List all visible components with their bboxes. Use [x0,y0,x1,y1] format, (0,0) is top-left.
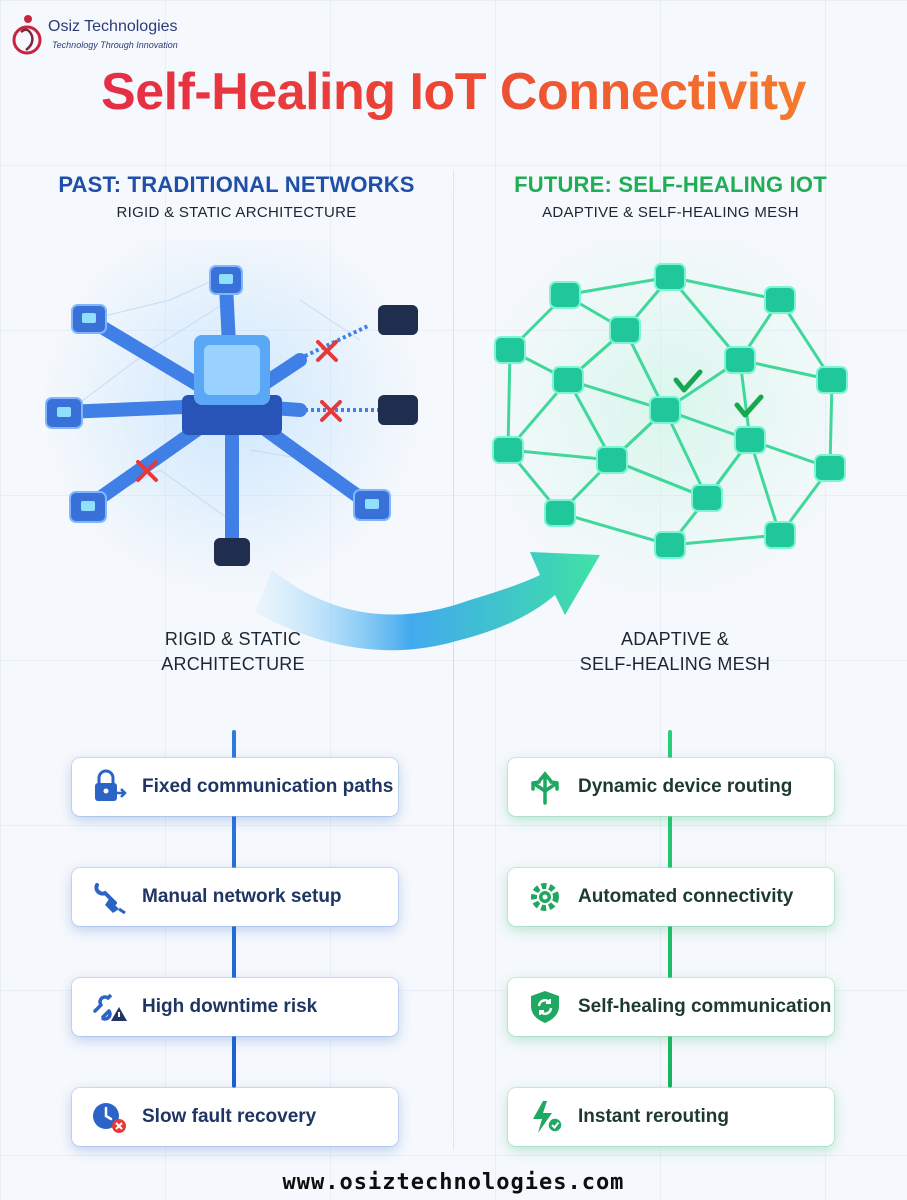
lock-arrow-icon [86,767,132,807]
shield-refresh-icon [522,987,568,1027]
future-item-dynamic-routing: Dynamic device routing [508,758,834,816]
wrench-plug-icon [86,877,132,917]
item-label: Automated connectivity [578,886,794,907]
past-item-fixed-paths: Fixed communication paths [72,758,398,816]
item-label: Dynamic device routing [578,776,793,797]
broken-link-warning-icon [86,987,132,1027]
past-caption-line2: ARCHITECTURE [161,654,305,674]
bolt-check-icon [522,1097,568,1137]
future-caption-line2: SELF-HEALING MESH [579,654,771,674]
past-subheading: RIGID & STATIC ARCHITECTURE [116,204,357,221]
brand-logo: Osiz Technologies Technology Through Inn… [10,8,210,60]
routing-arrows-icon [522,767,568,807]
item-label: High downtime risk [142,996,318,1017]
item-label: Fixed communication paths [142,776,394,797]
future-item-instant-rerouting: Instant rerouting [508,1088,834,1146]
self-healing-mesh-network [478,240,858,600]
gear-network-icon [522,877,568,917]
clock-error-icon [86,1097,132,1137]
past-item-downtime-risk: High downtime risk [72,978,398,1036]
page-title: Self-Healing IoT Connectivity [0,62,907,122]
center-divider [453,170,454,1150]
future-item-self-healing: Self-healing communication [508,978,834,1036]
website-url: www.osiztechnologies.com [282,1170,625,1195]
past-header: PAST: TRADITIONAL NETWORKS RIGID & STATI… [10,172,463,221]
brand-tagline: Technology Through Innovation [52,40,178,50]
item-label: Manual network setup [142,886,342,907]
future-header: FUTURE: SELF-HEALING IOT ADAPTIVE & SELF… [444,172,897,221]
past-heading: PAST: TRADITIONAL NETWORKS [58,172,415,197]
future-caption-line1: ADAPTIVE & [620,629,730,649]
item-label: Instant rerouting [578,1106,729,1127]
item-label: Slow fault recovery [142,1106,317,1127]
past-item-manual-setup: Manual network setup [72,868,398,926]
network-illustration [42,240,858,651]
brand-name: Osiz Technologies [48,18,178,35]
past-item-slow-recovery: Slow fault recovery [72,1088,398,1146]
item-label: Self-healing communication [578,996,832,1017]
past-caption: RIGID & STATIC ARCHITECTURE [138,627,328,677]
future-heading: FUTURE: SELF-HEALING IOT [514,172,827,197]
transition-arrow [255,552,600,651]
future-caption: ADAPTIVE & SELF-HEALING MESH [560,627,790,677]
traditional-star-network [42,240,422,595]
osiz-logo-icon [12,15,42,55]
future-subheading: ADAPTIVE & SELF-HEALING MESH [542,204,799,221]
past-caption-line1: RIGID & STATIC [164,629,302,649]
future-item-automated-connectivity: Automated connectivity [508,868,834,926]
